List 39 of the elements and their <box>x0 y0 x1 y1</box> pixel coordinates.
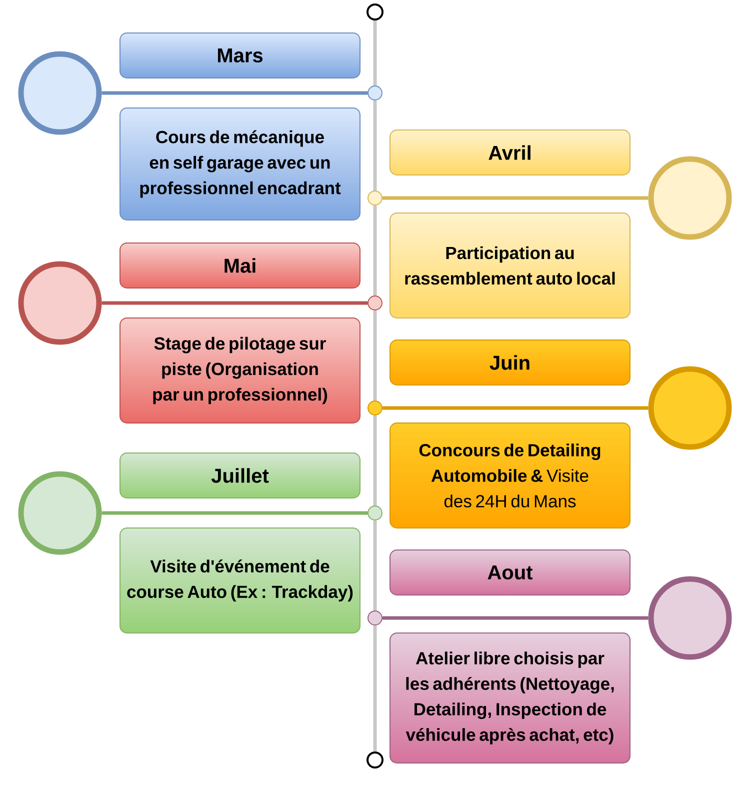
timeline-dot <box>368 296 382 310</box>
month-box: Avril <box>390 130 630 176</box>
month-box: Mars <box>120 32 360 78</box>
month-box: Mai <box>120 242 360 288</box>
description-box: Atelier libre choisis par les adhérents (Nettoyage, Detailing, Inspection de véhicule après achat, etc) <box>390 632 630 764</box>
description-box: Concours de Detailing Automobile & Visite des 24H du Mans <box>390 422 630 528</box>
connector-line <box>382 196 648 200</box>
timeline-dot <box>368 610 382 626</box>
timeline-dot <box>368 506 382 520</box>
circle-marker <box>648 576 732 660</box>
connector-line <box>102 301 368 305</box>
timeline-line <box>373 20 377 86</box>
timeline-dot <box>368 86 382 100</box>
circle-marker <box>18 261 102 345</box>
circle-marker <box>18 471 102 555</box>
timeline-end-circle <box>366 4 384 20</box>
timeline-line <box>373 416 377 506</box>
timeline-line <box>373 310 377 400</box>
connector-line <box>102 511 368 515</box>
connector-line <box>382 406 648 410</box>
connector-line <box>382 616 648 620</box>
month-box: Aout <box>390 550 630 596</box>
timeline-line <box>373 520 377 610</box>
description-box: Cours de mécanique en self garage avec un professionnel encadrant <box>120 108 360 220</box>
circle-marker <box>648 156 732 240</box>
description-box: Participation au rassemblement auto local <box>390 212 630 318</box>
month-box: Juin <box>390 340 630 386</box>
circle-marker <box>648 366 732 450</box>
timeline-end-circle <box>366 752 384 768</box>
description-box: Stage de pilotage sur piste (Organisation par un professionnel) <box>120 318 360 424</box>
timeline-line <box>373 206 377 296</box>
description-box: Visite d'événement de course Auto (Ex : Trackday) <box>120 528 360 634</box>
circle-marker <box>18 51 102 135</box>
timeline-dot <box>368 190 382 206</box>
timeline-line <box>373 626 377 752</box>
month-box: Juillet <box>120 452 360 498</box>
timeline-line <box>373 100 377 190</box>
timeline-dot <box>368 400 382 416</box>
connector-line <box>102 91 368 95</box>
